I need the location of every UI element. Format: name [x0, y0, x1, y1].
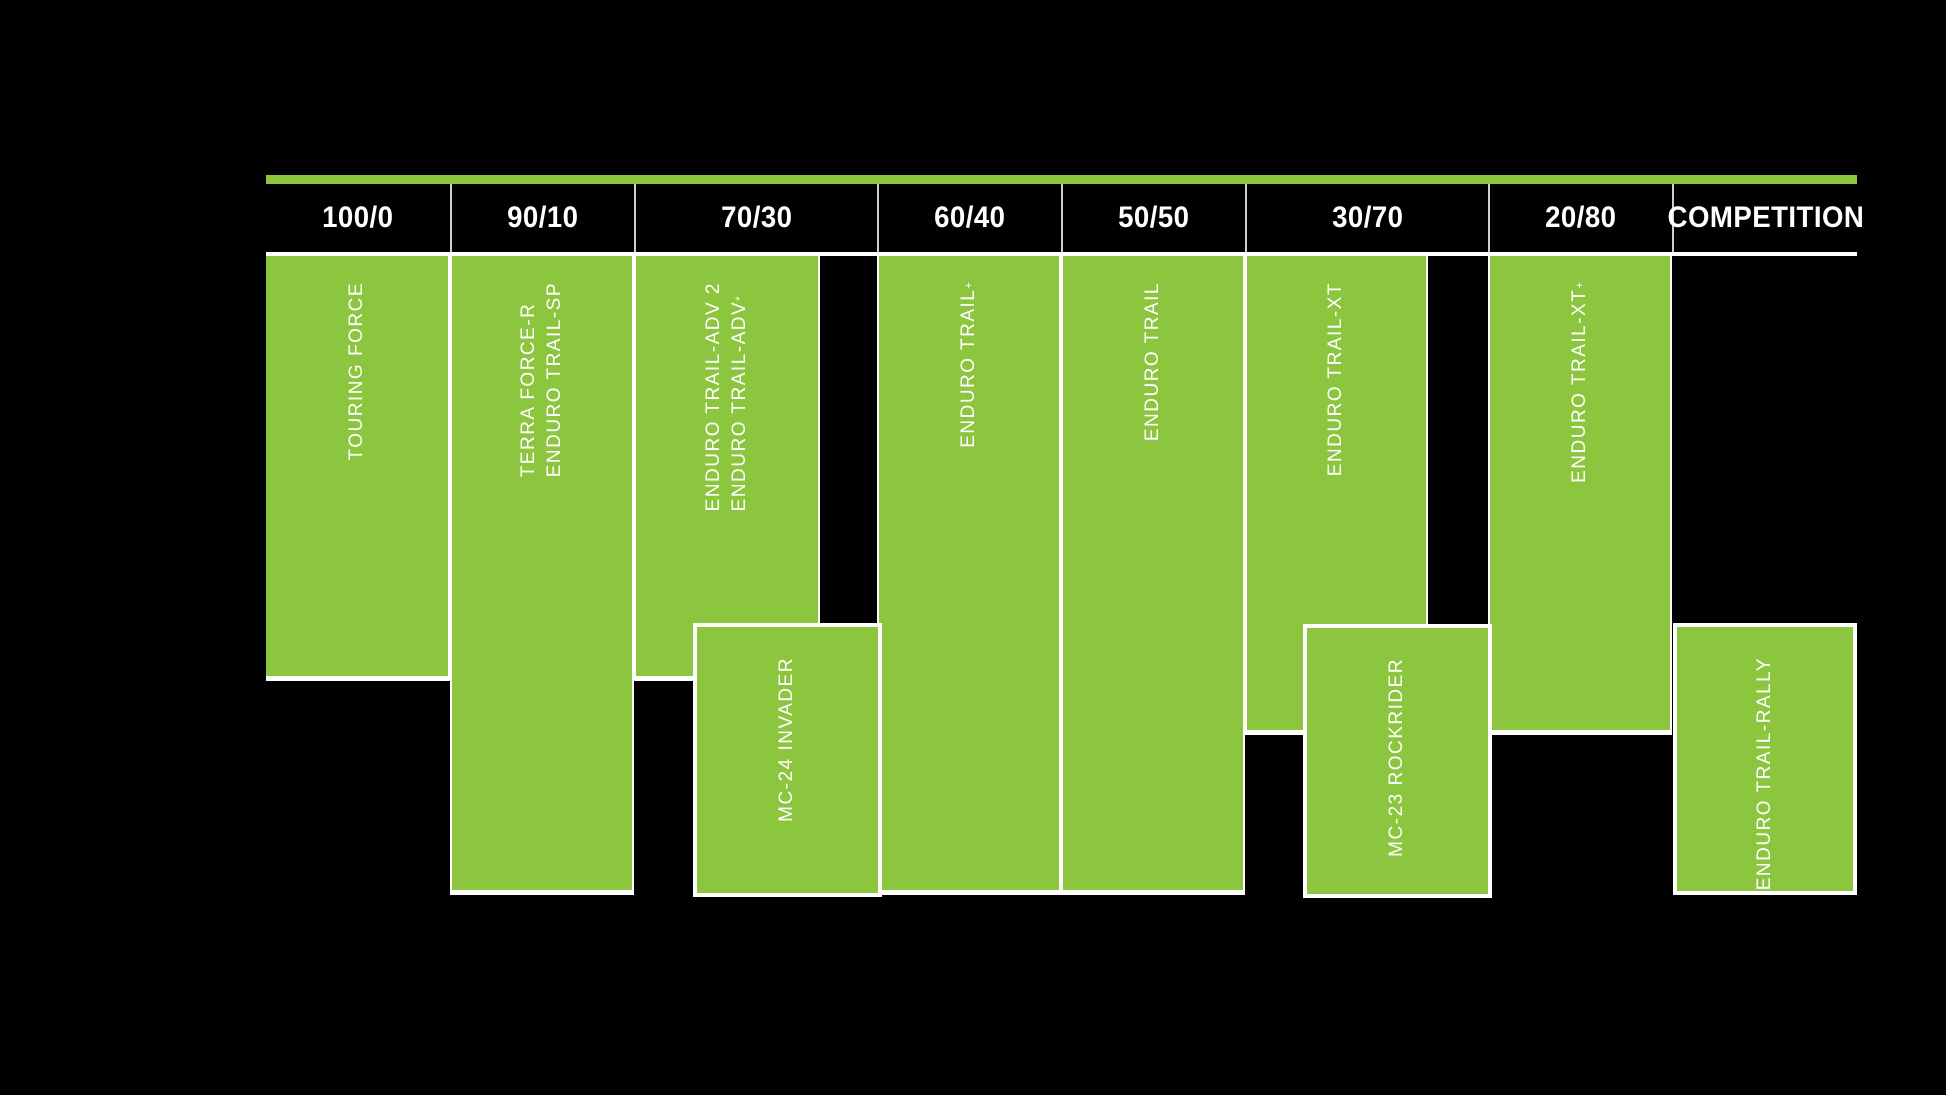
- header-cell-20-80: 20/80: [1488, 184, 1672, 252]
- header-label: 20/80: [1545, 201, 1617, 234]
- block-label-enduro-trail: ENDURO TRAIL: [1141, 282, 1163, 442]
- block-label-mc-24-invader: MC-24 INVADER: [776, 657, 798, 822]
- superscript-mark: *: [734, 296, 746, 301]
- header-cell-30-70: 30/70: [1245, 184, 1488, 252]
- block-mc-24-invader: MC-24 INVADER: [693, 623, 882, 897]
- block-enduro-trail-plus: ENDURO TRAIL+: [877, 252, 1061, 895]
- block-label-enduro-trail-rally: ENDURO TRAIL-RALLY: [1753, 657, 1775, 891]
- header-label: 50/50: [1118, 201, 1190, 234]
- header-cell-70-30: 70/30: [634, 184, 877, 252]
- block-label-enduro-trail-xt: ENDURO TRAIL-XT: [1325, 282, 1347, 477]
- header-label: 100/0: [322, 201, 394, 234]
- block-label-wrap: ENDURO TRAIL+: [879, 282, 1059, 448]
- block-label-wrap: ENDURO TRAIL: [1063, 282, 1243, 441]
- header-label: 60/40: [934, 201, 1006, 234]
- block-mc-23-rockrider: MC-23 ROCKRIDER: [1303, 624, 1492, 898]
- superscript-mark: +: [962, 282, 975, 289]
- block-label-mc-23-rockrider: MC-23 ROCKRIDER: [1386, 658, 1408, 857]
- block-label-wrap: ENDURO TRAIL-RALLY: [1677, 657, 1853, 890]
- header-label: COMPETITION: [1667, 201, 1864, 234]
- block-label-enduro-trail-plus: ENDURO TRAIL+: [957, 282, 979, 448]
- block-label-wrap: MC-23 ROCKRIDER: [1307, 658, 1488, 857]
- block-label-wrap: TOURING FORCE: [266, 282, 448, 461]
- header-label: 30/70: [1331, 201, 1404, 234]
- ratio-header-row: 100/0 90/10 70/30 60/40 50/50 30/70 20/80 COMPE…: [266, 184, 1863, 252]
- block-touring-force: TOURING FORCE: [266, 252, 450, 681]
- header-cell-60-40: 60/40: [877, 184, 1061, 252]
- header-cell-100-0: 100/0: [266, 184, 450, 252]
- block-enduro-trail-rally: ENDURO TRAIL-RALLY: [1673, 623, 1857, 895]
- header-cell-competition: COMPETITION: [1667, 184, 1863, 252]
- chart-top-rule: [266, 252, 1857, 256]
- block-label-touring-force: TOURING FORCE: [345, 282, 367, 461]
- block-label-enduro-trail-xt-plus: ENDURO TRAIL-XT+: [1568, 282, 1590, 483]
- block-enduro-trail: ENDURO TRAIL: [1061, 252, 1245, 895]
- header-cell-50-50: 50/50: [1061, 184, 1245, 252]
- block-label-wrap: ENDURO TRAIL-XT+: [1490, 282, 1670, 483]
- superscript-mark: +: [1573, 282, 1586, 289]
- header-cell-90-10: 90/10: [450, 184, 634, 252]
- accent-bar: [266, 175, 1857, 184]
- block-label-wrap: MC-24 INVADER: [697, 657, 878, 822]
- header-label: 90/10: [507, 201, 579, 234]
- block-label-wrap: ENDURO TRAIL-XT: [1247, 282, 1426, 476]
- block-enduro-trail-xt-plus: ENDURO TRAIL-XT+: [1488, 252, 1672, 735]
- header-label: 70/30: [720, 201, 793, 234]
